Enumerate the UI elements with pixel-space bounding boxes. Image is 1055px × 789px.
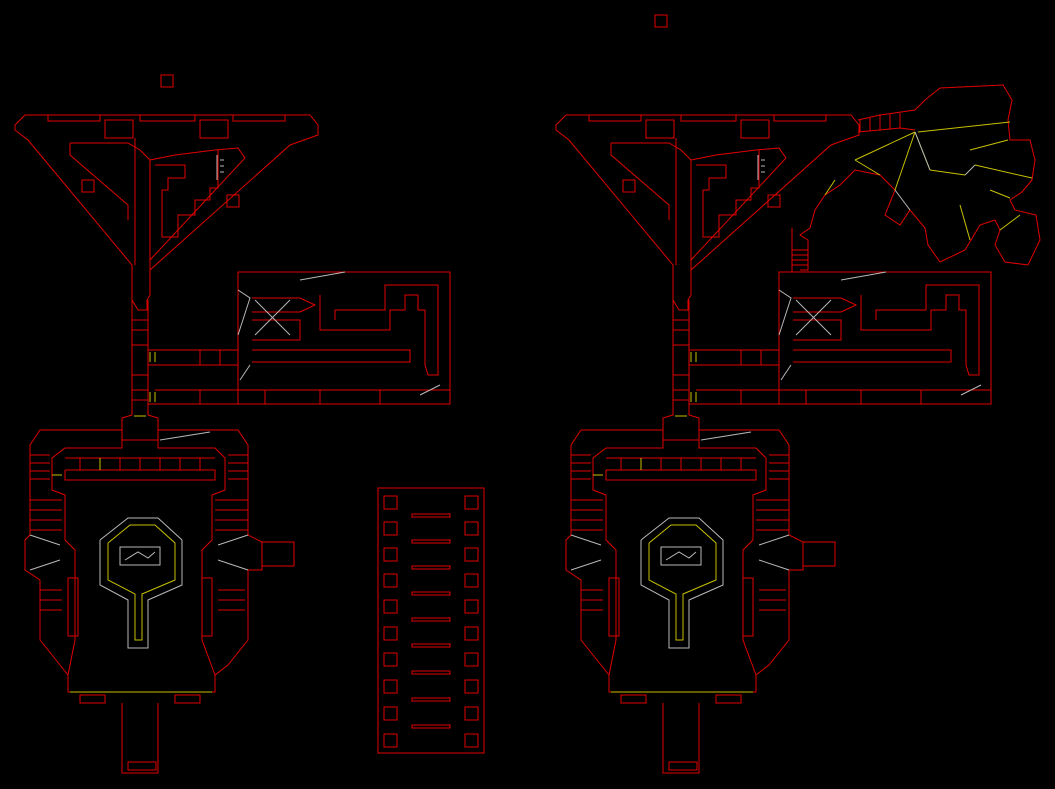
crate-room <box>377 487 485 754</box>
cave-extension <box>791 84 1041 272</box>
marker-left <box>160 74 174 88</box>
marker-right <box>654 14 668 28</box>
map-right <box>555 14 1041 774</box>
cave-steps <box>824 121 1033 241</box>
map-left <box>14 74 451 774</box>
